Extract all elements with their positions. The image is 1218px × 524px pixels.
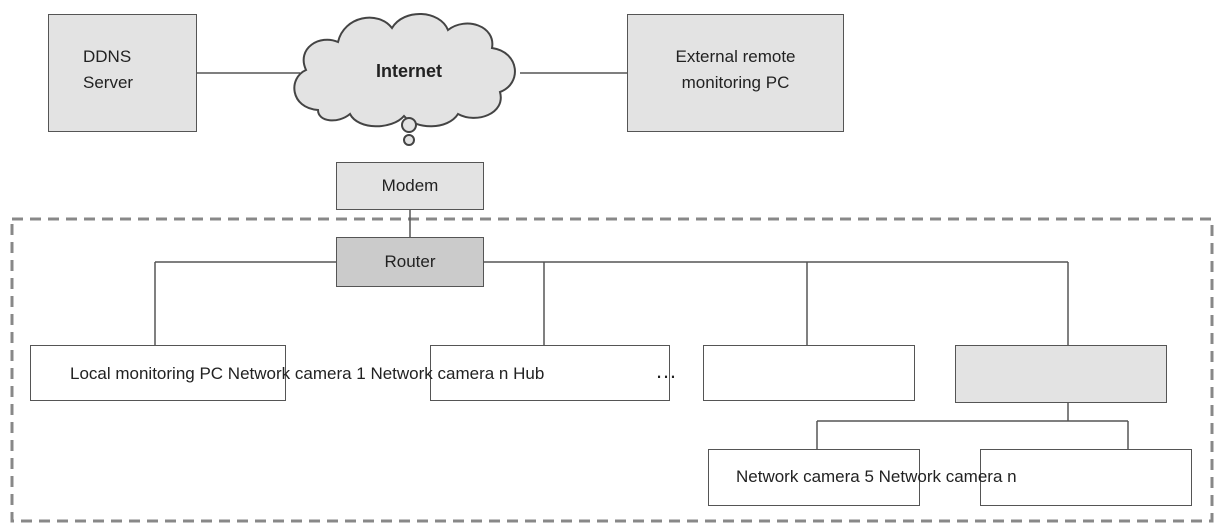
modem-box (336, 162, 484, 210)
camera-n-box (703, 345, 915, 401)
cloud-bubble-large (401, 117, 417, 133)
ddns-server-label: DDNS Server (83, 47, 134, 92)
router-label: Router (384, 252, 436, 271)
external-pc-box (627, 14, 844, 132)
hub-box (955, 345, 1167, 403)
camera-1-box (430, 345, 670, 401)
lan-row-text: Local monitoring PC Network camera 1 Net… (70, 364, 545, 383)
internet-label: Internet (375, 61, 442, 81)
ddns-server-box (48, 14, 197, 132)
camera-5-box (708, 449, 920, 506)
router-box (336, 237, 484, 287)
lan-boundary (10, 217, 1214, 523)
cloud-bubble-small (403, 134, 415, 146)
hub-camera-n-box (980, 449, 1192, 506)
local-pc-box (30, 345, 286, 401)
external-pc-label: External remote monitoring PC (675, 47, 796, 92)
hub-row-text: Network camera 5 Network camera n (736, 467, 1017, 486)
internet-cloud-icon (293, 13, 516, 128)
ellipsis-label: … (655, 358, 677, 383)
modem-label: Modem (381, 176, 439, 195)
